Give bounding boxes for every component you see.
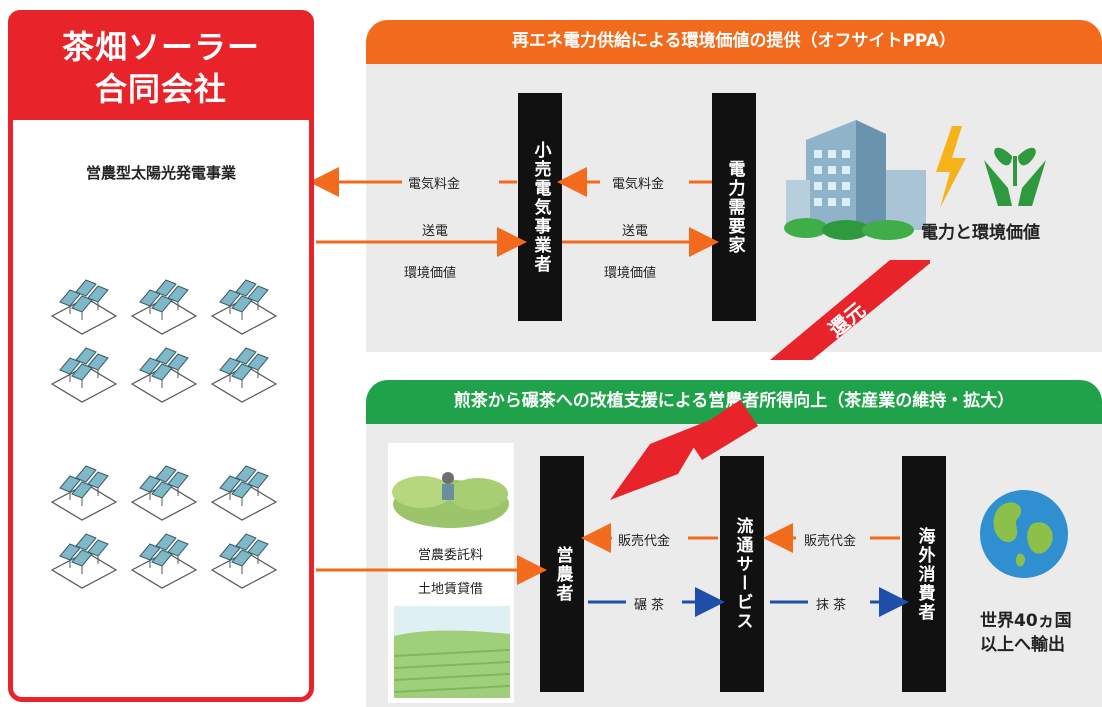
tea-picking-image xyxy=(392,472,509,528)
solar-panel-icon xyxy=(211,347,277,403)
business-label: 営農型太陽光発電事業 xyxy=(85,164,236,182)
distribution-label: 流通サービス xyxy=(732,517,753,631)
solar-panel-icon xyxy=(211,465,277,521)
tencha-label: 碾茶 xyxy=(634,598,669,613)
solar-panel-icon xyxy=(211,533,277,589)
solar-panel-icon xyxy=(51,347,117,403)
top-banner-text: 再エネ電力供給による環境価値の提供（オフサイトPPA） xyxy=(511,31,956,51)
plant-hands-icon xyxy=(984,147,1046,206)
overseas-label: 海外消費者 xyxy=(914,526,935,622)
building-energy-illustration xyxy=(784,120,1046,240)
sales-label-right: 販売代金 xyxy=(804,534,857,549)
retailer-box: 小売電気事業者 xyxy=(518,93,562,321)
bottom-banner-text: 煎茶から碾茶への改植支援による営農者所得向上（茶産業の維持・拡大） xyxy=(453,391,1015,411)
farmer-label: 営農者 xyxy=(552,545,573,603)
return-arrow xyxy=(610,260,930,500)
power-label-right: 送電 xyxy=(622,224,649,239)
overseas-box: 海外消費者 xyxy=(902,456,946,692)
fee-label-right: 電気料金 xyxy=(612,177,665,192)
env-label-left: 環境価値 xyxy=(404,266,457,281)
solar-panel-icon xyxy=(131,465,197,521)
farmer-box: 営農者 xyxy=(540,456,584,692)
fee-label-left: 電気料金 xyxy=(408,177,461,192)
consumer-box: 電力需要家 xyxy=(712,93,756,321)
value-caption: 電力と環境価値 xyxy=(921,223,1040,243)
solar-panel-icon xyxy=(51,533,117,589)
env-label-right: 環境価値 xyxy=(604,266,657,281)
export-line2: 以上へ輸出 xyxy=(980,635,1065,655)
power-label-left: 送電 xyxy=(422,224,449,239)
bottom-banner: 煎茶から碾茶への改植支援による営農者所得向上（茶産業の維持・拡大） xyxy=(366,380,1102,424)
consign-fee-label: 営農委託料 xyxy=(418,548,484,563)
top-banner: 再エネ電力供給による環境価値の提供（オフサイトPPA） xyxy=(366,20,1102,64)
solar-panel-icon xyxy=(131,279,197,335)
solar-panels-illustration xyxy=(51,279,277,589)
matcha-label: 抹茶 xyxy=(816,598,851,613)
solar-panel-icon xyxy=(131,347,197,403)
solar-panel-icon xyxy=(131,533,197,589)
consumer-label: 電力需要家 xyxy=(724,159,745,255)
company-name-line1: 茶畑ソーラー xyxy=(61,28,260,66)
globe-icon xyxy=(980,490,1068,578)
top-arrows xyxy=(314,167,719,257)
export-line1: 世界40ヵ国 xyxy=(980,611,1072,631)
building-icon xyxy=(784,120,926,240)
land-rent-label: 土地賃貸借 xyxy=(418,582,484,597)
solar-panel-icon xyxy=(211,279,277,335)
company-name-line2: 合同会社 xyxy=(94,70,227,108)
solar-panel-icon xyxy=(51,279,117,335)
bottom-arrows xyxy=(316,523,909,617)
lightning-icon xyxy=(936,126,966,208)
company-header xyxy=(8,10,314,120)
retailer-label: 小売電気事業者 xyxy=(530,140,551,274)
sales-label-left: 販売代金 xyxy=(618,534,671,549)
solar-panel-icon xyxy=(51,465,117,521)
tea-field-image xyxy=(394,606,510,698)
distribution-box: 流通サービス xyxy=(720,456,764,692)
